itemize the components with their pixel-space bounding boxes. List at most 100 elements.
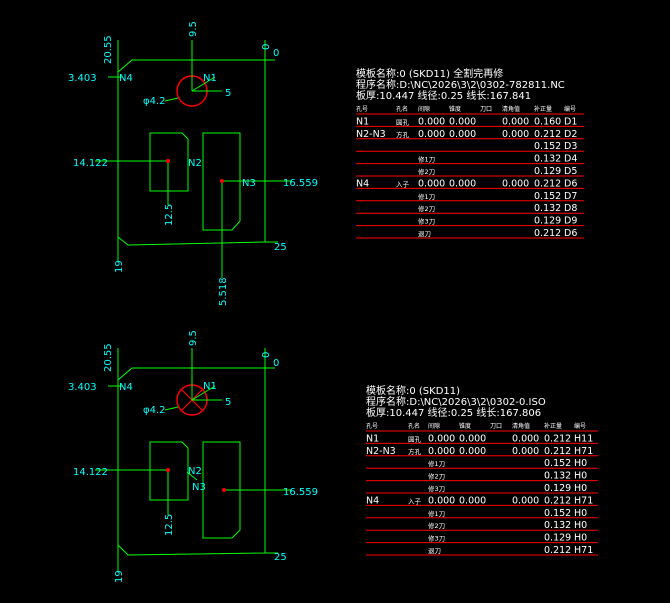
dim-bottom-14-122: 14.122 (73, 467, 108, 478)
drawing_bottom-title-line-1: 程序名称:D:\NC\2026\3\2\0302-0.ISO (366, 395, 546, 408)
drawing_top-cell-1-6: 0.212 (534, 129, 561, 140)
label-bottom-n2: N2 (188, 466, 202, 477)
bottom-part-drawing (95, 348, 292, 572)
dim-bottom-16-559: 16.559 (283, 487, 318, 498)
drawing_top-header-4: 刀口 (480, 106, 492, 113)
drawing_bottom-cell-8-7: H0 (574, 533, 587, 544)
dim-top-20-55: 20.55 (103, 35, 114, 64)
drawing_bottom-title-line-0: 模板名称:0 (SKD11) (366, 384, 460, 397)
drawing_top-cell-3-7: D4 (564, 154, 577, 165)
drawing_bottom-cell-9-6: 0.212 (544, 545, 571, 556)
dim-bottom-0-right: 0 (273, 358, 279, 369)
label-top-n4: N4 (119, 73, 133, 84)
dim-top-3-403: 3.403 (68, 73, 97, 84)
dim-top-12-5: 12.5 (164, 204, 175, 226)
drawing_bottom-cell-3-7: H0 (574, 471, 587, 482)
drawing_bottom-cell-5-5: 0.000 (512, 495, 539, 506)
drawing_top-cell-4-2: 修2刀 (418, 167, 435, 176)
dim-top-14-122: 14.122 (73, 158, 108, 169)
top-dimension-text: 20.55 9.5 0 0 3.403 N4 N1 5 φ4.2 14.122 … (68, 21, 318, 306)
drawing_bottom-header-1: 孔名 (408, 422, 420, 430)
drawing_bottom-cell-5-0: N4 (366, 495, 379, 506)
drawing_bottom-cell-6-6: 0.152 (544, 508, 571, 519)
drawing_bottom-cell-0-0: N1 (366, 433, 379, 444)
drawing_top-cell-5-2: 0.000 (418, 178, 445, 189)
drawing_bottom-cell-1-5: 0.000 (512, 446, 539, 457)
drawing_top-cell-0-5: 0.000 (502, 116, 529, 127)
label-bottom-n1: N1 (203, 381, 217, 392)
top-part-drawing (95, 40, 292, 278)
bottom-process-table: 模板名称:0 (SKD11)程序名称:D:\NC\2026\3\2\0302-0… (366, 384, 598, 556)
drawing_bottom-header-0: 孔号 (366, 422, 378, 430)
drawing_top-cell-1-1: 方孔 (396, 130, 410, 139)
drawing_bottom-cell-1-0: N2-N3 (366, 446, 396, 457)
drawing_top-cell-0-0: N1 (356, 116, 369, 127)
drawing_top-cell-8-7: D9 (564, 216, 577, 227)
drawing_top-cell-0-1: 圆孔 (396, 118, 410, 126)
drawing_top-cell-4-6: 0.129 (534, 166, 561, 177)
dim-bottom-20-55: 20.55 (103, 343, 114, 372)
drawing_top-cell-6-6: 0.152 (534, 191, 561, 202)
drawing_bottom-cell-9-2: 退刀 (428, 546, 441, 555)
drawing_bottom-cell-0-2: 0.000 (428, 433, 455, 444)
dim-bottom-19: 19 (114, 570, 125, 583)
drawing_top-cell-1-5: 0.000 (502, 129, 529, 140)
drawing_top-header-5: 清角值 (502, 105, 520, 113)
drawing_bottom-cell-0-6: 0.212 (544, 433, 571, 444)
dim-top-9-5: 9.5 (188, 21, 199, 37)
dim-bottom-12-5: 12.5 (164, 514, 175, 536)
drawing_top-cell-9-6: 0.212 (534, 228, 561, 239)
drawing_top-cell-5-1: 入子 (396, 180, 410, 188)
dim-bottom-25: 25 (274, 552, 287, 563)
drawing_bottom-header-2: 间隙 (428, 422, 440, 430)
drawing_bottom-cell-7-7: H0 (574, 520, 587, 531)
drawing_bottom-header-4: 刀口 (490, 423, 502, 430)
dim-top-5: 5 (225, 88, 231, 99)
drawing_bottom-cell-1-6: 0.212 (544, 446, 571, 457)
drawing_top-cell-1-3: 0.000 (449, 129, 476, 140)
drawing_bottom-cell-6-7: H0 (574, 508, 587, 519)
drawing_bottom-cell-8-6: 0.129 (544, 533, 571, 544)
drawing_top-cell-5-3: 0.000 (449, 178, 476, 189)
drawing_bottom-cell-3-2: 修2刀 (428, 472, 445, 481)
drawing_top-cell-8-6: 0.129 (534, 216, 561, 227)
drawing_bottom-cell-3-6: 0.132 (544, 471, 571, 482)
drawing_bottom-cell-1-7: H71 (574, 446, 593, 457)
drawing_bottom-cell-7-6: 0.132 (544, 520, 571, 531)
drawing_top-header-7: 编号 (564, 105, 576, 113)
drawing_bottom-cell-6-2: 修1刀 (428, 509, 445, 518)
bottom-dimension-lines (95, 348, 292, 572)
drawing_top-cell-2-7: D3 (564, 141, 577, 152)
dim-bottom-phi: φ4.2 (143, 405, 166, 416)
drawing_bottom-cell-2-2: 修1刀 (428, 459, 445, 468)
drawing_bottom-header-3: 锥度 (459, 422, 471, 430)
drawing_bottom-cell-8-2: 修3刀 (428, 534, 445, 543)
label-top-n2: N2 (188, 158, 202, 169)
drawing_top-cell-4-7: D5 (564, 166, 577, 177)
bottom-dimension-text: 20.55 9.5 0 0 3.403 N4 N1 5 φ4.2 14.122 … (68, 330, 318, 583)
drawing_top-cell-8-2: 修3刀 (418, 217, 435, 226)
drawing_top-cell-7-2: 修2刀 (418, 204, 435, 213)
dim-top-0-right: 0 (273, 48, 279, 59)
drawing_top-title-line-1: 程序名称:D:\NC\2026\3\2\0302-782811.NC (356, 78, 565, 91)
label-top-n1: N1 (203, 73, 217, 84)
drawing_bottom-cell-4-6: 0.129 (544, 483, 571, 494)
drawing_top-cell-1-2: 0.000 (418, 129, 445, 140)
drawing_top-cell-1-7: D2 (564, 129, 577, 140)
drawing_bottom-cell-0-3: 0.000 (459, 433, 486, 444)
dim-top-25: 25 (274, 242, 287, 253)
dim-bottom-0: 0 (261, 352, 272, 358)
top-process-table: 模板名称:0 (SKD11) 全割完再修程序名称:D:\NC\2026\3\2\… (356, 67, 584, 239)
drawing_top-cell-5-5: 0.000 (502, 178, 529, 189)
drawing_top-cell-0-3: 0.000 (449, 116, 476, 127)
drawing_top-header-1: 孔名 (396, 105, 408, 113)
drawing_top-cell-9-2: 退刀 (418, 229, 431, 238)
top-hole-n3-outline (202, 132, 241, 231)
drawing_bottom-cell-7-2: 修2刀 (428, 521, 445, 530)
drawing_bottom-cell-4-7: H0 (574, 483, 587, 494)
label-bottom-n3: N3 (192, 482, 206, 493)
drawing_top-header-3: 锥度 (449, 105, 461, 113)
drawing_top-cell-5-6: 0.212 (534, 178, 561, 189)
dim-bottom-3-403: 3.403 (68, 382, 97, 393)
